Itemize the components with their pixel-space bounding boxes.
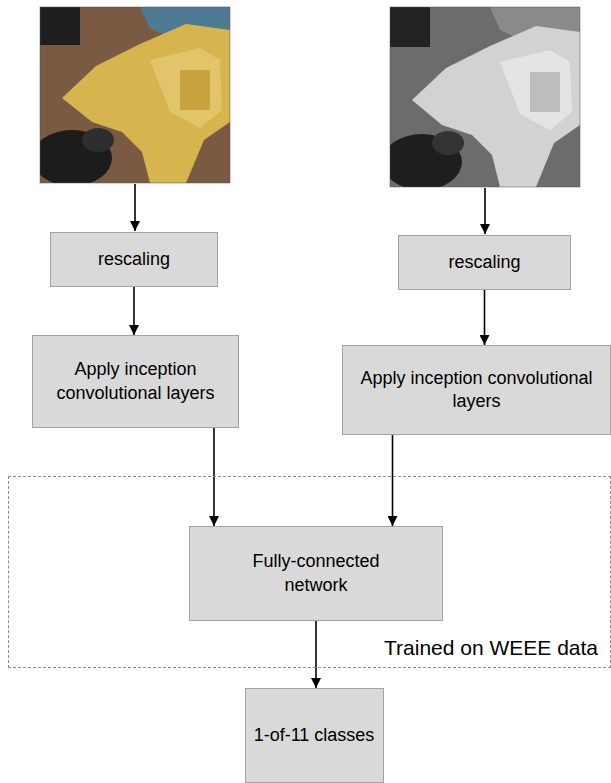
flow-arrow <box>213 428 215 526</box>
flow-arrow <box>133 287 135 335</box>
flow-arrow <box>484 290 486 345</box>
box-label: rescaling <box>448 251 520 274</box>
region-label: Trained on WEEE data <box>384 634 598 661</box>
training-region: Fully-connected networkTrained on WEEE d… <box>8 476 611 668</box>
output-box: 1-of-11 classes <box>245 688 384 783</box>
flow-arrow <box>315 621 317 688</box>
box-label: Apply inception convolutional layers <box>33 358 238 405</box>
process-box: rescaling <box>398 235 571 290</box>
input-arrow <box>134 184 136 231</box>
drill-photo-gray <box>390 7 580 187</box>
flow-arrow <box>392 435 394 526</box>
box-label: rescaling <box>98 248 170 271</box>
process-box: Fully-connected network <box>189 526 443 621</box>
drill-photo-color <box>40 7 230 183</box>
process-box: Apply inception convolutional layers <box>342 345 611 435</box>
input-arrow <box>484 188 486 234</box>
box-label: Apply inception convolutional layers <box>343 367 610 414</box>
process-box: Apply inception convolutional layers <box>32 335 239 428</box>
box-label: Fully-connected network <box>229 550 404 597</box>
box-label: 1-of-11 classes <box>254 724 375 747</box>
process-box: rescaling <box>50 232 218 287</box>
